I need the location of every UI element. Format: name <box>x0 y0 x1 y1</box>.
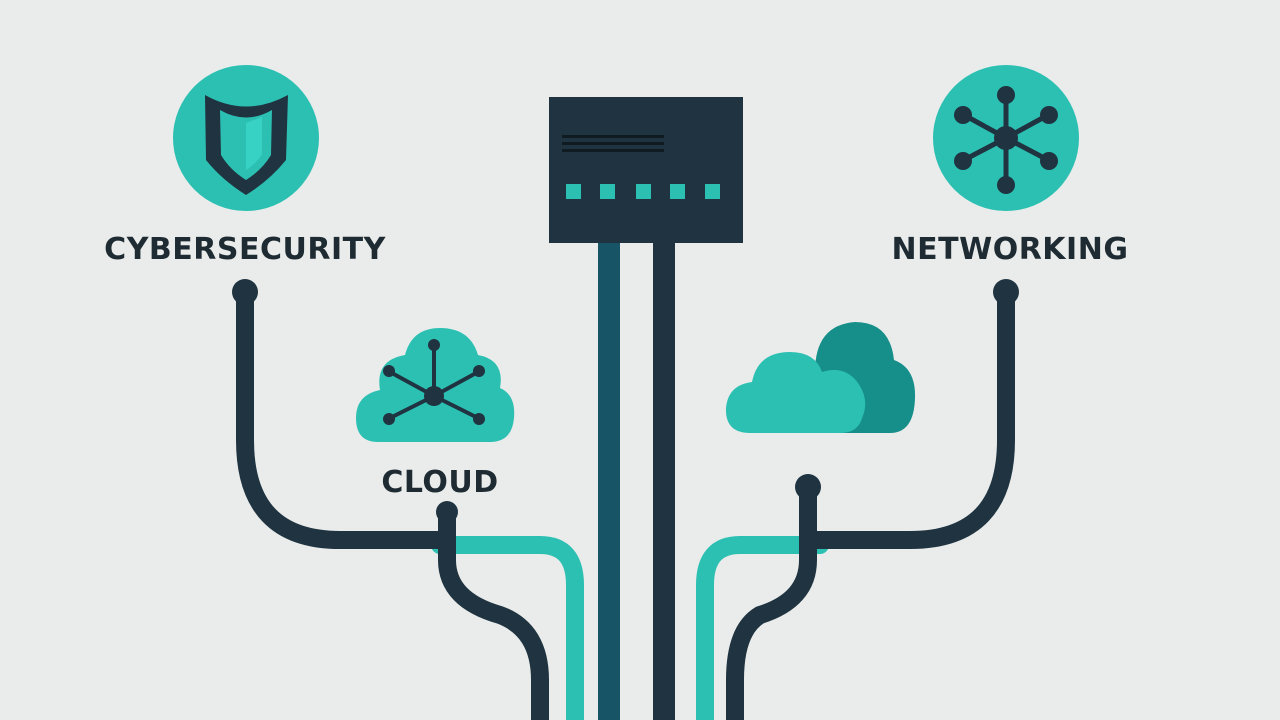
cable-teal-left <box>431 536 584 720</box>
connector-dot-cybersecurity <box>232 279 258 305</box>
networking-label: NETWORKING <box>891 232 1129 267</box>
connector-dot-networking <box>993 279 1019 305</box>
cloud-network-icon <box>356 328 515 442</box>
cloud-icon <box>725 322 916 433</box>
network-hub-icon <box>933 65 1079 211</box>
shield-icon <box>173 65 319 211</box>
cloud-label: CLOUD <box>381 465 499 500</box>
cable-right-cloud <box>726 481 817 720</box>
cable-cloud <box>438 506 549 720</box>
server-device-icon <box>549 97 743 243</box>
cable-cybersecurity <box>236 286 454 549</box>
cybersecurity-label: CYBERSECURITY <box>104 232 386 267</box>
cable-networking <box>803 286 1015 549</box>
connector-dot-cloud <box>436 501 458 523</box>
connector-dot-right-cloud <box>795 474 821 500</box>
cable-teal-right <box>696 536 829 720</box>
